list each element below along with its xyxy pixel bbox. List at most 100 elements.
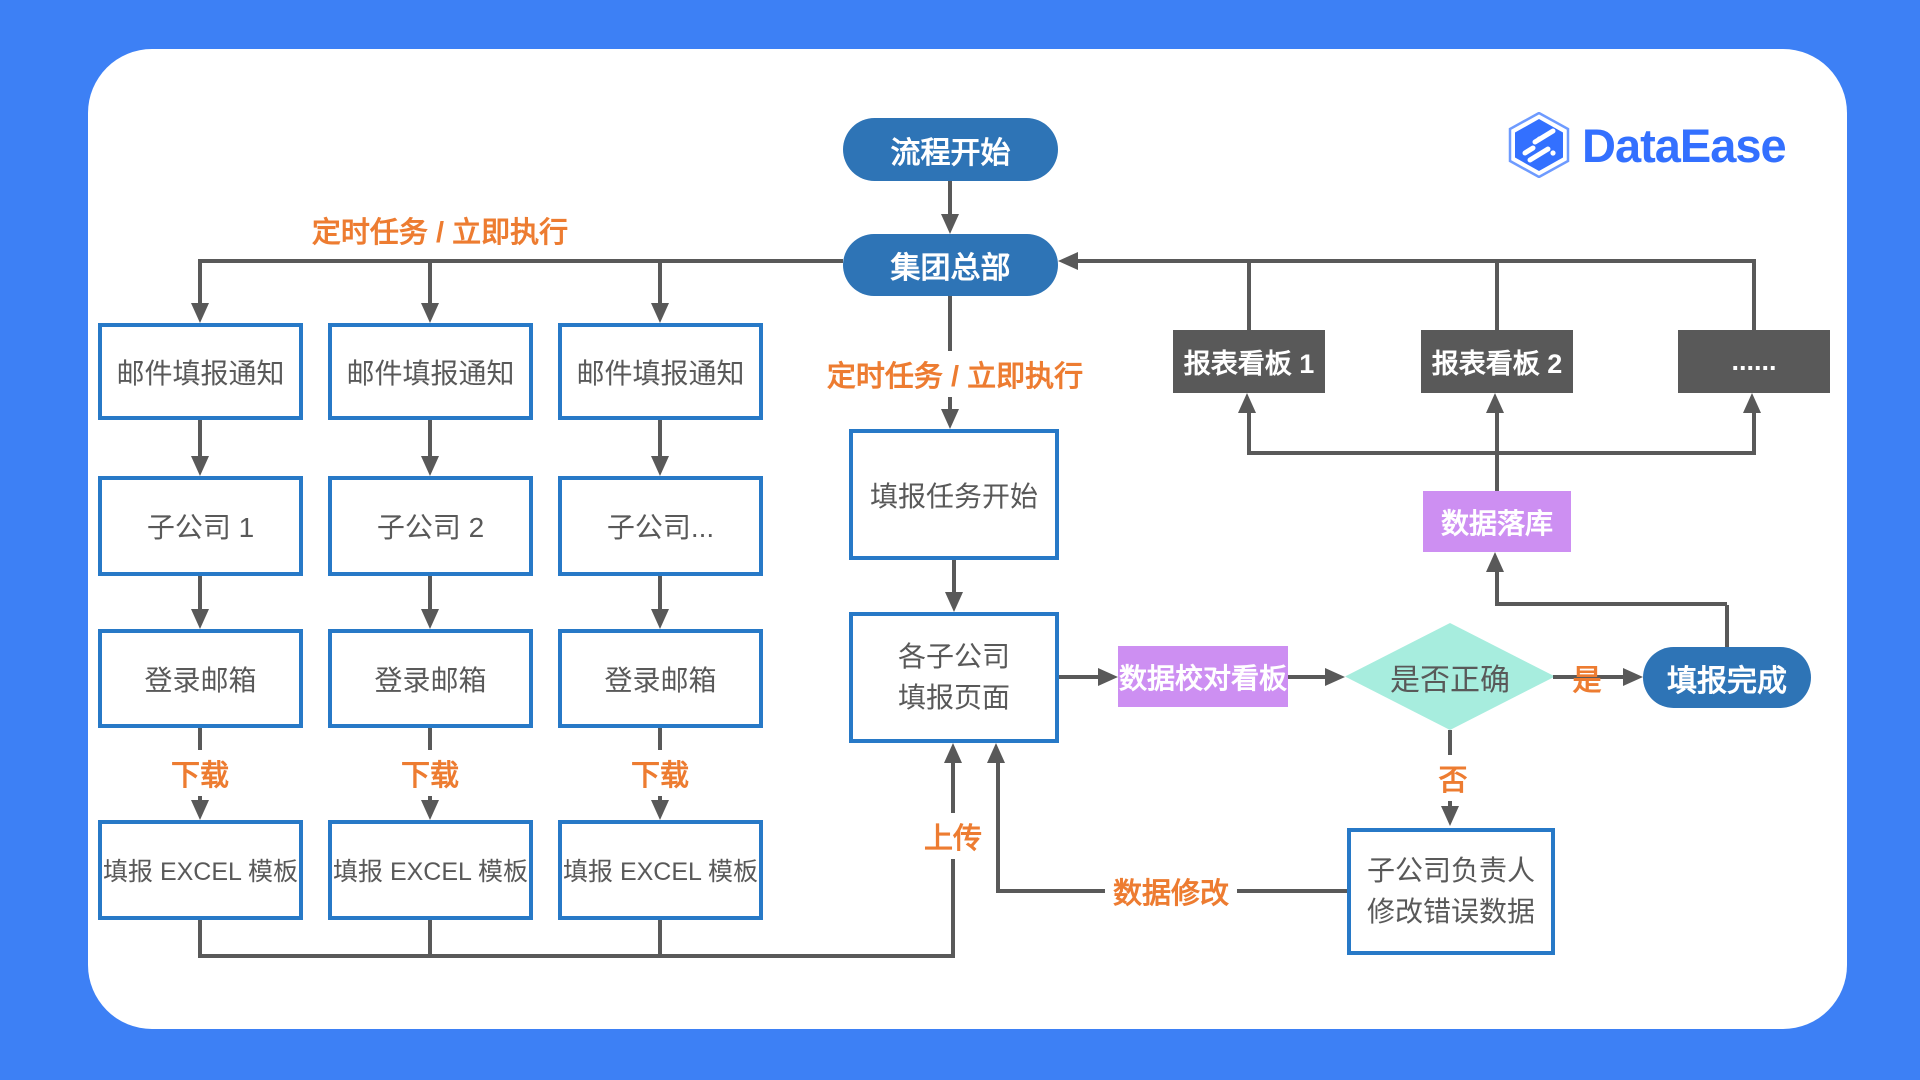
arrowhead bbox=[191, 303, 209, 323]
node-fill-page-line1: 各子公司 bbox=[897, 640, 1010, 672]
flow-line bbox=[1078, 259, 1756, 263]
flow-line bbox=[658, 420, 662, 458]
node-excel-template-1: 填报 EXCEL 模板 bbox=[98, 820, 303, 920]
arrowhead bbox=[191, 609, 209, 629]
dataease-logo: DataEase bbox=[1508, 112, 1787, 178]
flow-line bbox=[1495, 453, 1499, 491]
flow-line bbox=[1752, 411, 1756, 453]
node-group-hq: 集团总部 bbox=[843, 234, 1058, 296]
node-email-notify-1: 邮件填报通知 bbox=[98, 323, 303, 420]
arrowhead bbox=[651, 800, 669, 820]
flow-line bbox=[198, 576, 202, 611]
node-email-notify-2: 邮件填报通知 bbox=[328, 323, 533, 420]
node-login-mail-3: 登录邮箱 bbox=[558, 629, 763, 728]
node-report-complete: 填报完成 bbox=[1643, 647, 1811, 708]
arrowhead bbox=[421, 303, 439, 323]
arrowhead bbox=[1743, 393, 1761, 413]
hexagon-logo-icon bbox=[1508, 112, 1570, 178]
flow-line bbox=[198, 420, 202, 458]
node-decision-label: 是否正确 bbox=[1390, 663, 1510, 697]
arrowhead bbox=[191, 800, 209, 820]
flow-line bbox=[428, 261, 432, 305]
flow-line bbox=[198, 261, 202, 305]
arrowhead bbox=[421, 800, 439, 820]
flow-line bbox=[951, 763, 955, 956]
node-dashboard-1: 报表看板 1 bbox=[1173, 330, 1325, 393]
node-fix-data: 子公司负责人 修改错误数据 bbox=[1347, 828, 1555, 955]
node-dashboard-3: ...... bbox=[1678, 330, 1830, 393]
label-schedule-left: 定时任务 / 立即执行 bbox=[311, 217, 569, 249]
node-fix-data-line1: 子公司负责人 bbox=[1366, 854, 1535, 886]
flow-line bbox=[1247, 261, 1251, 330]
flow-line bbox=[952, 560, 956, 594]
flow-line bbox=[1059, 675, 1100, 679]
arrowhead bbox=[421, 456, 439, 476]
node-decision-correct: 是否正确 bbox=[1345, 623, 1555, 730]
flow-line bbox=[948, 181, 952, 216]
label-yes: 是 bbox=[1572, 665, 1602, 697]
node-login-mail-1: 登录邮箱 bbox=[98, 629, 303, 728]
arrowhead bbox=[1623, 668, 1643, 686]
arrowhead bbox=[421, 609, 439, 629]
flow-line bbox=[1495, 411, 1499, 453]
arrowhead bbox=[1486, 393, 1504, 413]
node-fix-data-line2: 修改错误数据 bbox=[1366, 895, 1535, 927]
arrowhead bbox=[651, 609, 669, 629]
flow-line bbox=[428, 420, 432, 458]
node-dashboard-2: 报表看板 2 bbox=[1421, 330, 1573, 393]
label-download-3: 下载 bbox=[622, 750, 698, 796]
arrowhead bbox=[651, 303, 669, 323]
flow-line bbox=[1247, 411, 1251, 453]
label-schedule-mid: 定时任务 / 立即执行 bbox=[818, 351, 1092, 397]
flow-line bbox=[1247, 451, 1756, 455]
arrowhead bbox=[944, 743, 962, 763]
label-download-2: 下载 bbox=[392, 750, 468, 796]
arrowhead bbox=[651, 456, 669, 476]
arrowhead bbox=[941, 409, 959, 429]
flow-line bbox=[1553, 675, 1625, 679]
flow-line bbox=[198, 259, 843, 263]
label-upload: 上传 bbox=[915, 813, 991, 859]
flow-line bbox=[1495, 261, 1499, 330]
node-process-start: 流程开始 bbox=[843, 118, 1058, 181]
arrowhead bbox=[1058, 252, 1078, 270]
flow-line bbox=[1495, 602, 1727, 606]
diamond-shape bbox=[1345, 623, 1555, 730]
node-subsidiary-3: 子公司... bbox=[558, 476, 763, 576]
flow-line bbox=[658, 920, 662, 958]
flow-line bbox=[1752, 261, 1756, 330]
arrowhead bbox=[941, 214, 959, 234]
node-task-start: 填报任务开始 bbox=[849, 429, 1059, 560]
arrowhead bbox=[1441, 806, 1459, 826]
node-email-notify-3: 邮件填报通知 bbox=[558, 323, 763, 420]
node-subsidiary-1: 子公司 1 bbox=[98, 476, 303, 576]
node-login-mail-2: 登录邮箱 bbox=[328, 629, 533, 728]
arrowhead bbox=[987, 743, 1005, 763]
arrowhead bbox=[1098, 668, 1118, 686]
node-excel-template-3: 填报 EXCEL 模板 bbox=[558, 820, 763, 920]
node-subsidiary-2: 子公司 2 bbox=[328, 476, 533, 576]
arrowhead bbox=[191, 456, 209, 476]
flow-line bbox=[428, 576, 432, 611]
flow-line bbox=[198, 954, 955, 958]
flow-line bbox=[658, 576, 662, 611]
flow-line bbox=[658, 261, 662, 305]
flow-line bbox=[1495, 572, 1499, 604]
label-no: 否 bbox=[1430, 755, 1476, 801]
label-download-1: 下载 bbox=[162, 750, 238, 796]
arrowhead bbox=[1325, 668, 1345, 686]
flow-line bbox=[996, 763, 1000, 893]
node-data-store: 数据落库 bbox=[1423, 491, 1571, 552]
node-data-proof-board: 数据校对看板 bbox=[1118, 646, 1288, 707]
node-fill-page: 各子公司 填报页面 bbox=[849, 612, 1059, 743]
arrowhead bbox=[1486, 552, 1504, 572]
arrowhead bbox=[945, 592, 963, 612]
flow-line bbox=[198, 920, 202, 958]
arrowhead bbox=[1238, 393, 1256, 413]
flow-line bbox=[1725, 605, 1729, 647]
flow-line bbox=[428, 920, 432, 958]
brand-text: DataEase bbox=[1582, 118, 1787, 172]
flow-line bbox=[1288, 675, 1327, 679]
node-excel-template-2: 填报 EXCEL 模板 bbox=[328, 820, 533, 920]
